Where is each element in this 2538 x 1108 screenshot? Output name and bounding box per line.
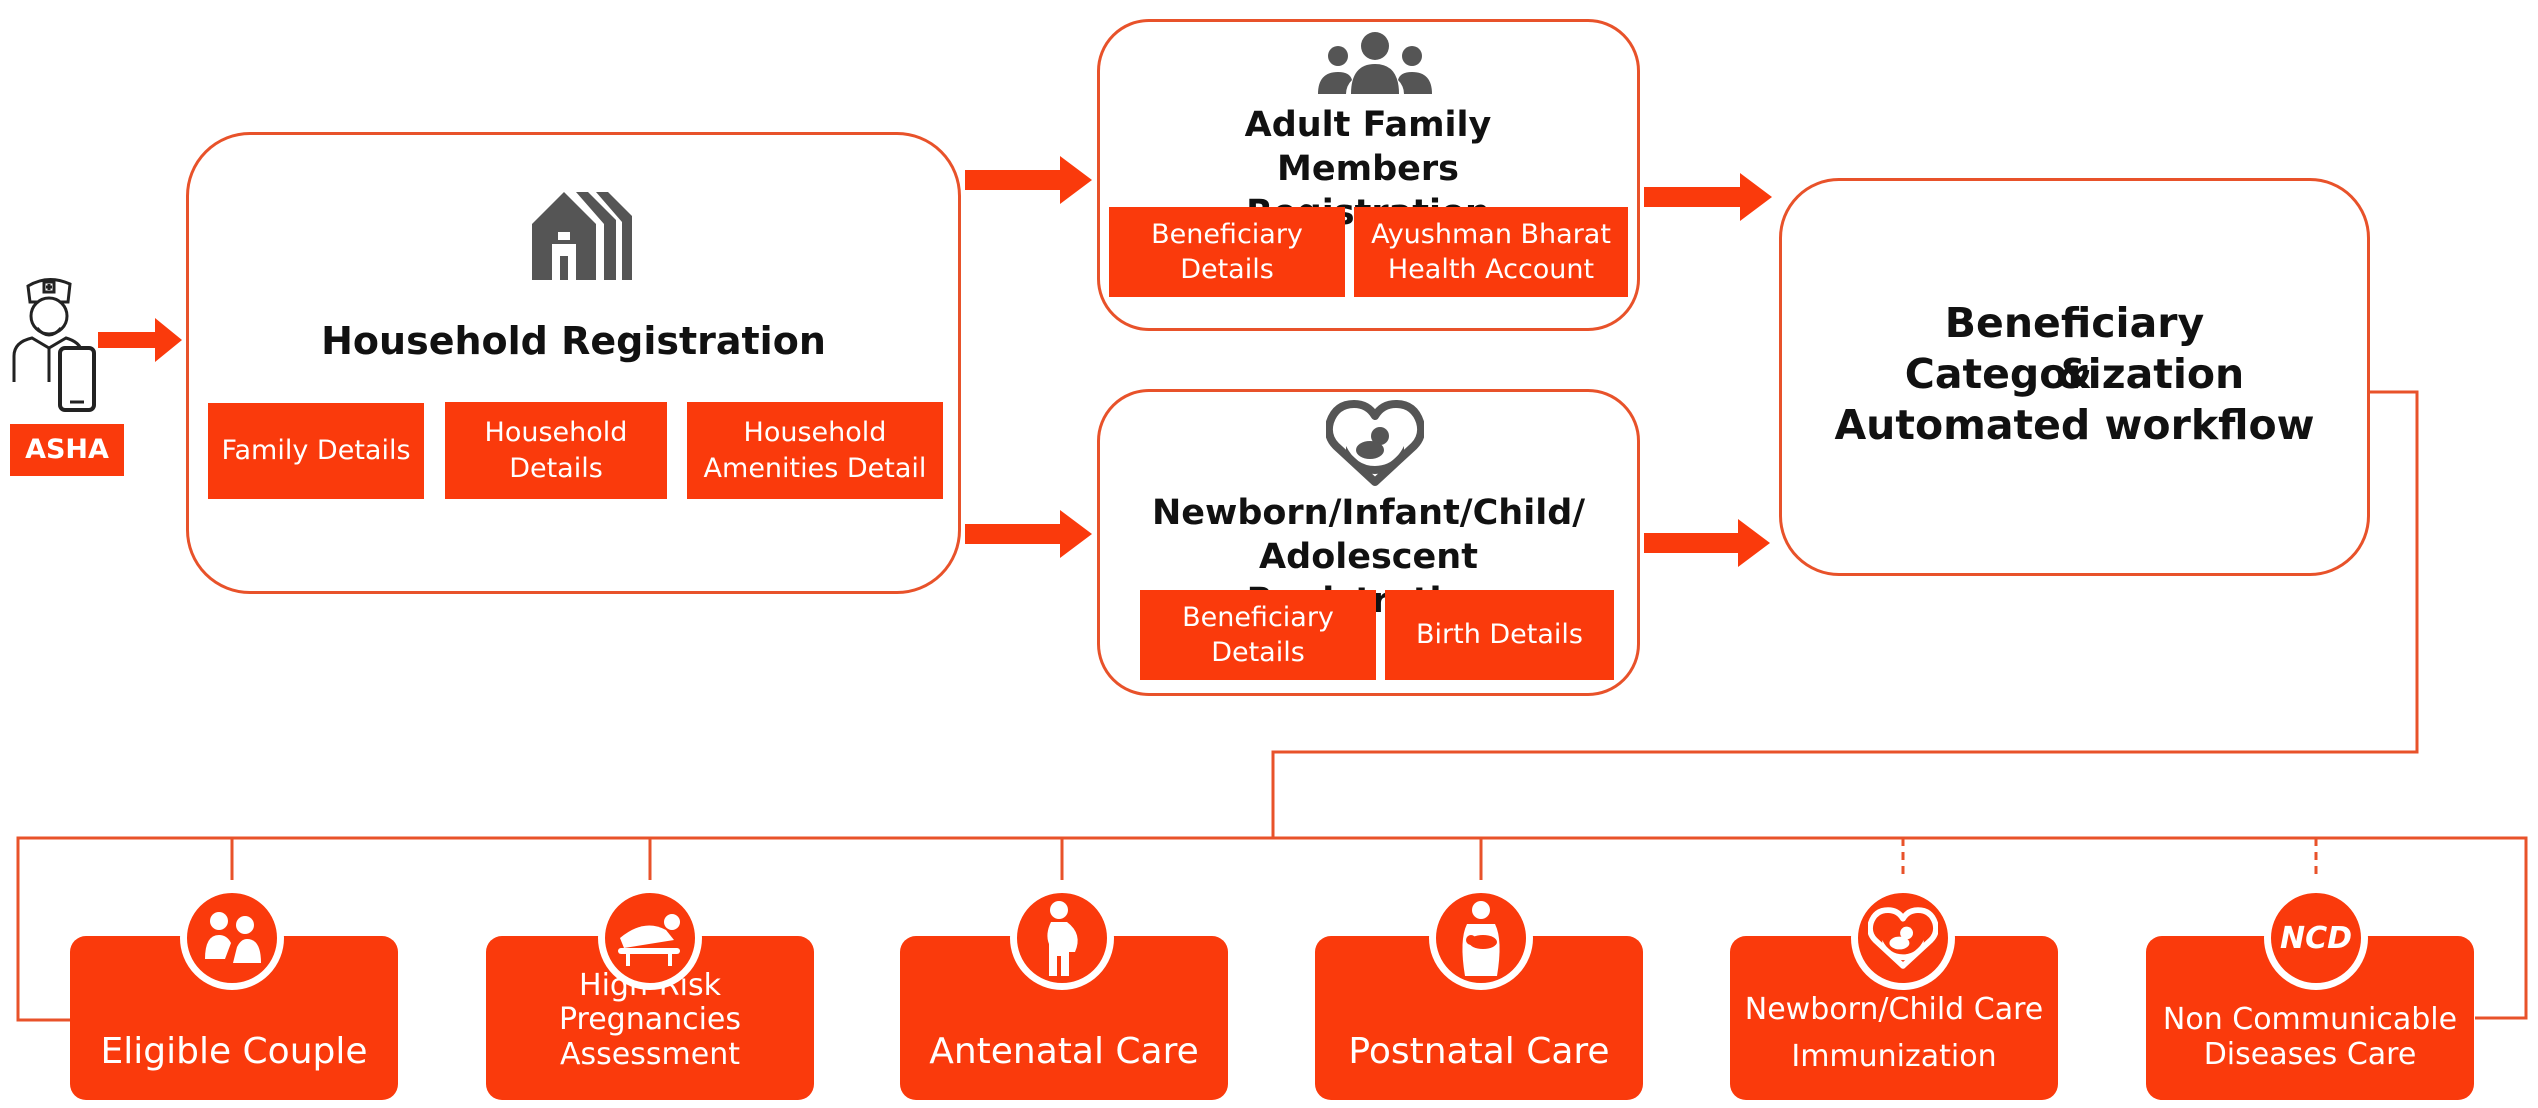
couple-icon	[180, 886, 284, 990]
adult-beneficiary-box: Beneficiary Details	[1109, 207, 1345, 297]
family-details-box: Family Details	[208, 403, 424, 499]
ncd-icon-text: NCD	[2279, 920, 2353, 956]
flow-arrows	[98, 156, 1772, 567]
arrow-household-to-adult	[965, 156, 1092, 204]
baby-care-icon	[1324, 400, 1426, 486]
arrow-adult-to-categorization	[1644, 173, 1772, 221]
categorization-line3: Automated workflow	[1834, 401, 2315, 449]
mother-baby-icon	[1429, 886, 1533, 990]
child-care-icon	[1851, 886, 1955, 990]
household-amenities-box: Household Amenities Detail	[687, 402, 943, 499]
pregnancy-risk-icon	[598, 886, 702, 990]
ncd-icon: NCD	[2264, 886, 2368, 990]
tree-connectors	[16, 390, 2528, 1022]
arrow-household-to-newborn	[965, 510, 1092, 558]
household-title: Household Registration	[321, 319, 826, 363]
arrow-asha-to-household	[98, 318, 182, 362]
asha-label: ASHA	[10, 424, 124, 476]
arrow-newborn-to-categorization	[1644, 519, 1770, 567]
building-icon	[532, 192, 632, 280]
group-icon	[1318, 32, 1432, 94]
asha-icon	[4, 272, 104, 417]
birth-details-box: Birth Details	[1385, 590, 1614, 680]
pregnant-woman-icon	[1010, 886, 1114, 990]
categorization-line1: Beneficiary Categorization	[1904, 299, 2245, 399]
care-high-risk-pregnancy: High-Risk Pregnancies Assessment	[486, 936, 814, 1100]
abha-box: Ayushman Bharat Health Account	[1354, 207, 1628, 297]
categorization-line2: &	[2056, 350, 2093, 398]
categorization-panel	[1779, 178, 2370, 576]
household-details-box: Household Details	[445, 402, 667, 499]
newborn-beneficiary-box: Beneficiary Details	[1140, 590, 1376, 680]
